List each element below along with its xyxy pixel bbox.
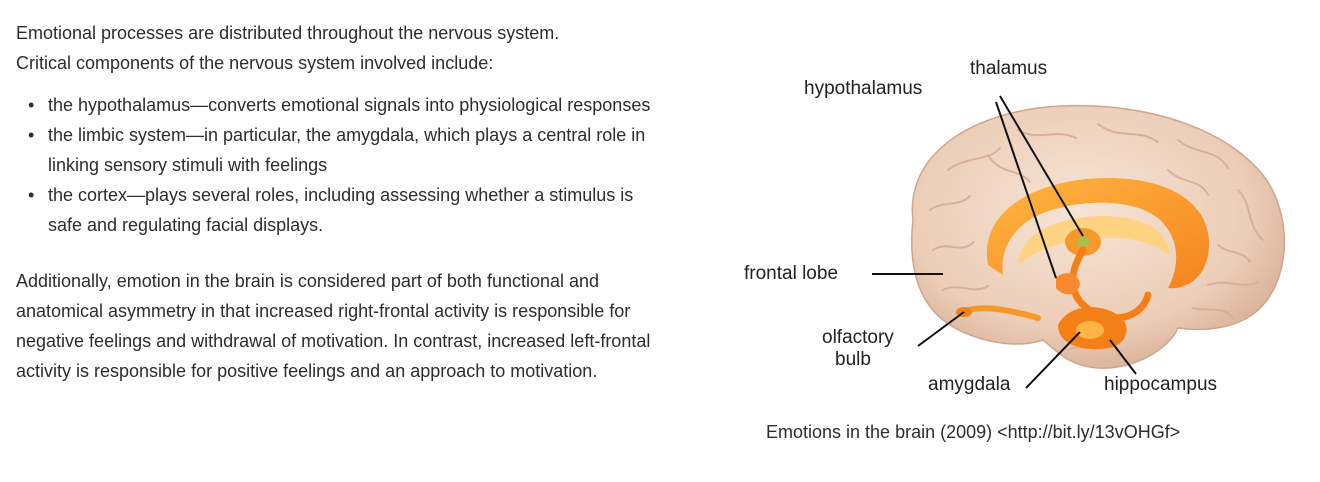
label-bulb: bulb	[835, 349, 871, 370]
cingulate-arch	[986, 178, 1210, 289]
amygdala-structure	[1076, 321, 1104, 339]
intro-line-1: Emotional processes are distributed thro…	[16, 23, 560, 43]
intro-line-2: Critical components of the nervous syste…	[16, 53, 494, 73]
list-item: the limbic system—in particular, the amy…	[28, 120, 666, 180]
label-hippocampus: hippocampus	[1104, 374, 1218, 395]
thalamus-leader	[999, 95, 1084, 237]
corpus-callosum	[1018, 215, 1170, 265]
label-hypothalamus: hypothalamus	[804, 78, 923, 99]
hippocampus-leader	[1109, 339, 1137, 375]
hypothalamus-leader	[995, 101, 1057, 279]
label-frontal-lobe: frontal lobe	[744, 263, 839, 284]
brain-figure: thalamus hypothalamus frontal lobe olfac…	[738, 50, 1298, 410]
brain-illustration	[872, 95, 1286, 389]
list-item: the hypothalamus—converts emotional sign…	[28, 90, 666, 120]
label-amygdala: amygdala	[928, 374, 1011, 395]
components-list: the hypothalamus—converts emotional sign…	[16, 90, 666, 240]
thalamus-core	[1077, 236, 1089, 248]
article-text: Emotional processes are distributed thro…	[16, 18, 666, 386]
olfactory-bulb-leader	[917, 311, 965, 347]
asymmetry-paragraph: Additionally, emotion in the brain is co…	[16, 271, 651, 381]
leader-lines	[872, 95, 1137, 389]
label-thalamus: thalamus	[970, 58, 1048, 79]
list-item: the cortex—plays several roles, includin…	[28, 180, 666, 240]
amygdala-leader	[1025, 331, 1081, 389]
figure-caption: Emotions in the brain (2009) <http://bit…	[766, 422, 1181, 442]
hypothalamus-structure	[1056, 273, 1080, 295]
brain-sulci	[929, 123, 1264, 351]
label-olfactory: olfactory	[822, 327, 894, 348]
